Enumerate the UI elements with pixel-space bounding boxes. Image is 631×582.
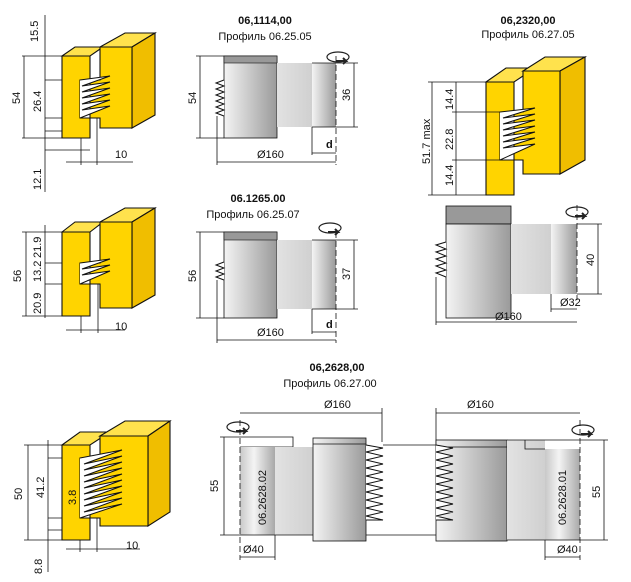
cutter-height: 56 <box>187 270 199 282</box>
left-part-number: 06.2628.02 <box>257 470 269 525</box>
dim-top: 15.5 <box>29 21 41 42</box>
right-part-number: 06.2628.01 <box>557 470 569 525</box>
cutter-code: 06,1114,00 <box>238 15 292 27</box>
cutter-diameter: Ø160 <box>257 327 284 339</box>
profile-drawing-1: 15.5 54 26.4 12.1 10 <box>11 15 157 192</box>
dim-height: 50 <box>13 488 25 500</box>
dim-width: 10 <box>115 321 127 333</box>
bore-label: d <box>326 319 333 331</box>
dim-22-8: 22.8 <box>444 129 456 150</box>
cutter-06-2628-02: Ø160 06.2628.02 55 Ø40 <box>209 399 384 560</box>
dim-top: 21.9 <box>32 237 44 258</box>
dim-teeth: 26.4 <box>32 91 44 112</box>
dim-bottom: 20.9 <box>32 293 44 314</box>
rotation-direction-icon <box>326 51 350 65</box>
cutter-drawing-06-1265-00: 06.1265.00 Профиль 06.25.07 56 37 d Ø160 <box>187 193 358 343</box>
cutter-height: 40 <box>585 254 597 266</box>
profile-drawing-2: 56 21.9 13.2 20.9 10 <box>12 207 157 333</box>
cutter-diameter: Ø160 <box>257 149 284 161</box>
right-height: 55 <box>591 486 603 498</box>
cutter-height: 54 <box>187 92 199 104</box>
rotation-direction-icon <box>318 222 342 236</box>
cutter-drawing-row2-right: 40 Ø32 Ø160 <box>434 205 602 325</box>
dim-teeth: 13.2 <box>32 261 44 282</box>
dim-height: 56 <box>12 270 24 282</box>
left-diameter: Ø160 <box>324 399 351 411</box>
dim-step: 3.8 <box>67 490 79 505</box>
bore-height: 36 <box>341 89 353 101</box>
set-code: 06,2628,00 <box>309 362 364 374</box>
dim-teeth: 41.2 <box>35 477 47 498</box>
cutter-profile: Профиль 06.25.05 <box>218 31 311 43</box>
left-height: 55 <box>209 480 221 492</box>
rotation-direction-icon <box>226 421 250 435</box>
cutter-profile: Профиль 06.27.05 <box>481 29 574 41</box>
profile-drawing-3: 50 41.2 3.8 10 8.8 <box>13 419 172 574</box>
cutter-code: 06,2320,00 <box>500 15 555 27</box>
cutter-drawing-06-1114-00: 06,1114,00 Профиль 06.25.05 54 36 d Ø160 <box>187 15 358 165</box>
cutter-profile: Профиль 06.25.07 <box>206 209 299 221</box>
cutter-06-2628-01: Ø160 06.2628.01 55 Ø40 <box>435 399 608 560</box>
cutter-set-06-2628-00: 06,2628,00 Профиль 06.27.00 Ø160 06.2628… <box>209 362 608 560</box>
bore-height: 37 <box>341 268 353 280</box>
cutter-code: 06.1265.00 <box>230 193 285 205</box>
dim-height: 54 <box>11 92 23 104</box>
set-profile: Профиль 06.27.00 <box>283 378 376 390</box>
dim-bottom: 12.1 <box>32 169 44 190</box>
dim-14-4-top: 14.4 <box>444 89 456 110</box>
dim-14-4-bottom: 14.4 <box>444 165 456 186</box>
dim-width: 10 <box>126 540 138 552</box>
left-bore: Ø40 <box>243 544 264 556</box>
rotation-direction-icon <box>571 424 595 438</box>
right-diameter: Ø160 <box>467 399 494 411</box>
dim-bottom: 8.8 <box>33 559 45 574</box>
bore-diameter: Ø32 <box>560 297 581 309</box>
cutter-diameter: Ø160 <box>495 311 522 323</box>
bore-label: d <box>326 139 333 151</box>
cutter-drawing-06-2320-00: 06,2320,00 Профиль 06.27.05 51.7 max 14.… <box>421 15 588 196</box>
max-height: 51.7 max <box>421 118 433 164</box>
dim-width: 10 <box>115 149 127 161</box>
right-bore: Ø40 <box>557 544 578 556</box>
